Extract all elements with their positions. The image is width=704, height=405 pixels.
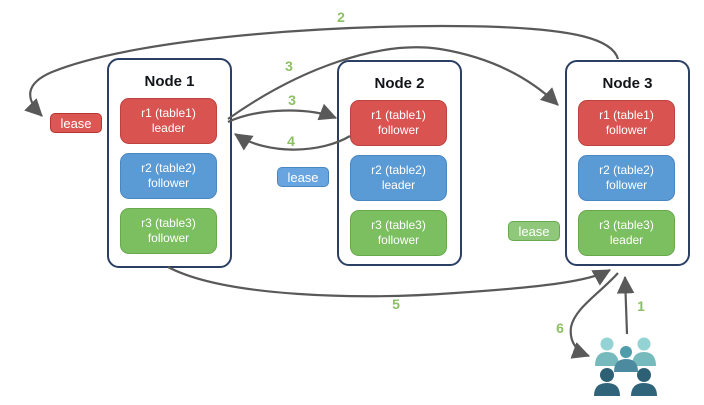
- user-body: [631, 383, 657, 396]
- replica-name: r1 (table1): [141, 106, 196, 120]
- node-3-replica-r1[interactable]: r1 (table1) follower: [578, 100, 675, 146]
- node-3-replica-r2[interactable]: r2 (table2) follower: [578, 155, 675, 201]
- arrow-3-to-node2: [227, 103, 338, 123]
- replica-role: follower: [377, 233, 420, 247]
- step-label-1: 1: [637, 298, 645, 314]
- replica-name: r3 (table3): [599, 218, 654, 232]
- replica-role: follower: [147, 231, 190, 245]
- replica-role: follower: [147, 176, 190, 190]
- user-body: [595, 352, 619, 366]
- replica-role: follower: [377, 123, 420, 137]
- step-label-2: 2: [337, 9, 345, 25]
- lease-tag-node2-r2: lease: [277, 167, 329, 187]
- replica-name: r2 (table2): [371, 163, 426, 177]
- step-label-3b: 3: [288, 92, 296, 108]
- replica-name: r1 (table1): [371, 108, 426, 122]
- user-head: [600, 368, 614, 382]
- arrow-1: [616, 275, 635, 335]
- replica-role: leader: [151, 121, 186, 135]
- replica-role: follower: [605, 178, 648, 192]
- node-3-box: Node 3 r1 (table1) follower r2 (table2) …: [565, 60, 690, 266]
- replica-role: leader: [381, 178, 416, 192]
- node-2-replica-r1[interactable]: r1 (table1) follower: [350, 100, 447, 146]
- arrow-5: [167, 266, 611, 298]
- replica-role: follower: [605, 123, 648, 137]
- node-1-replica-r3[interactable]: r3 (table3) follower: [120, 208, 217, 254]
- user-body: [614, 359, 638, 372]
- replica-name: r2 (table2): [141, 161, 196, 175]
- node-3-title: Node 3: [602, 75, 653, 92]
- replica-role: leader: [609, 233, 644, 247]
- user-head: [637, 337, 651, 351]
- users-group-icon[interactable]: [594, 337, 657, 397]
- arrow-6: [569, 272, 619, 359]
- node-1-box: Node 1 r1 (table1) leader r2 (table2) fo…: [107, 58, 232, 268]
- replica-name: r1 (table1): [599, 108, 654, 122]
- user-body: [594, 383, 620, 396]
- node-2-box: Node 2 r1 (table1) follower r2 (table2) …: [337, 60, 462, 266]
- lease-tag-node1-r1: lease: [50, 113, 102, 133]
- replica-name: r3 (table3): [371, 218, 426, 232]
- node-2-replica-r2[interactable]: r2 (table2) leader: [350, 155, 447, 201]
- node-3-replica-r3[interactable]: r3 (table3) leader: [578, 210, 675, 256]
- replica-name: r3 (table3): [141, 216, 196, 230]
- node-1-title: Node 1: [144, 73, 195, 90]
- user-head: [620, 346, 632, 358]
- node-1-replica-r2[interactable]: r2 (table2) follower: [120, 153, 217, 199]
- node-2-title: Node 2: [374, 75, 425, 92]
- step-label-4: 4: [287, 133, 295, 149]
- step-label-6: 6: [556, 320, 564, 336]
- user-head: [600, 337, 614, 351]
- step-label-3a: 3: [285, 58, 293, 74]
- lease-tag-node3-r3: lease: [508, 221, 560, 241]
- user-body: [632, 352, 656, 366]
- step-label-5: 5: [392, 296, 400, 312]
- user-head: [637, 368, 651, 382]
- node-2-replica-r3[interactable]: r3 (table3) follower: [350, 210, 447, 256]
- replica-name: r2 (table2): [599, 163, 654, 177]
- node-1-replica-r1[interactable]: r1 (table1) leader: [120, 98, 217, 144]
